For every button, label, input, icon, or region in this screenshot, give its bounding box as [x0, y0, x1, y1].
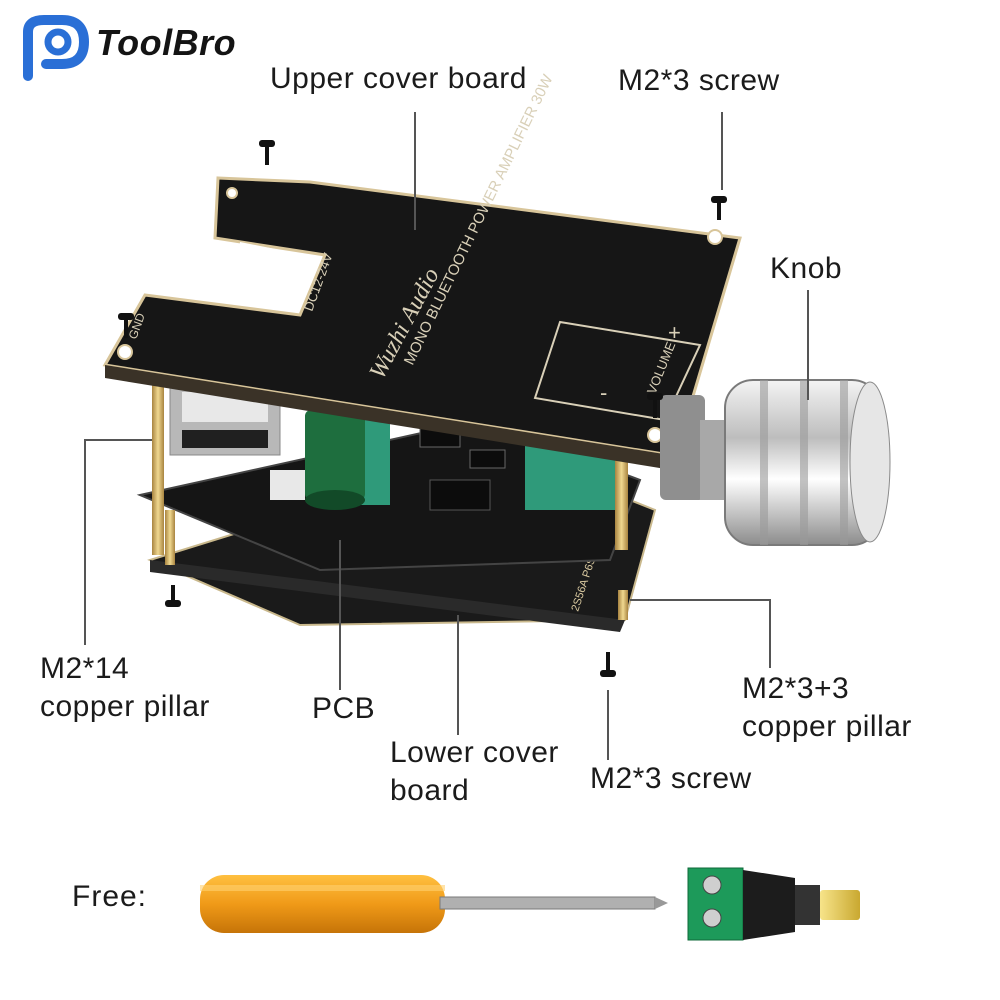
brand-logo: [18, 14, 258, 84]
label-lower-cover: Lower cover board: [390, 734, 559, 810]
label-pillar-33-line2: copper pillar: [742, 710, 912, 743]
screw: [600, 652, 616, 677]
brand-name: ToolBro: [96, 22, 237, 63]
screws: [118, 140, 727, 677]
volume-knob: [660, 379, 891, 546]
copper-pillar: [618, 590, 628, 620]
screw: [118, 313, 134, 338]
label-lower-cover-line1: Lower cover: [390, 736, 559, 769]
copper-pillar: [165, 510, 175, 565]
leader-lines: [84, 112, 809, 760]
label-knob: Knob: [770, 252, 843, 285]
label-upper-cover-board: Upper cover board: [270, 62, 527, 95]
label-screw-bottom: M2*3 screw: [590, 762, 752, 795]
chip: [469, 449, 506, 469]
label-pillar-33: M2*3+3 copper pillar: [742, 670, 912, 746]
label-pillar-14: M2*14 copper pillar: [40, 650, 210, 726]
plus-label: +: [668, 320, 681, 345]
screwdriver: [200, 875, 668, 933]
upper-cover-board: MONO BLUETOOTH POWER AMPLIFIER 30W Wuzhi…: [102, 71, 742, 470]
copper-pillars: [152, 385, 628, 620]
copper-pillar: [152, 385, 164, 555]
connector: [270, 470, 305, 500]
label-screw-top: M2*3 screw: [618, 64, 780, 97]
screw: [711, 196, 727, 220]
label-pcb: PCB: [312, 692, 376, 725]
chip: [429, 479, 491, 511]
label-pillar-14-line2: copper pillar: [40, 690, 210, 723]
label-pillar-33-line1: M2*3+3: [742, 672, 850, 705]
dc-jack-adapter: [687, 867, 860, 941]
capacitor: [305, 410, 365, 500]
label-pillar-14-line1: M2*14: [40, 652, 130, 685]
label-free: Free:: [72, 880, 148, 913]
brand-logo-icon: [23, 15, 90, 81]
screw: [165, 585, 181, 607]
copper-pillar: [615, 455, 628, 550]
screw: [647, 393, 663, 418]
minus-label: -: [600, 380, 607, 405]
screw: [259, 140, 275, 165]
label-lower-cover-line2: board: [390, 774, 470, 807]
